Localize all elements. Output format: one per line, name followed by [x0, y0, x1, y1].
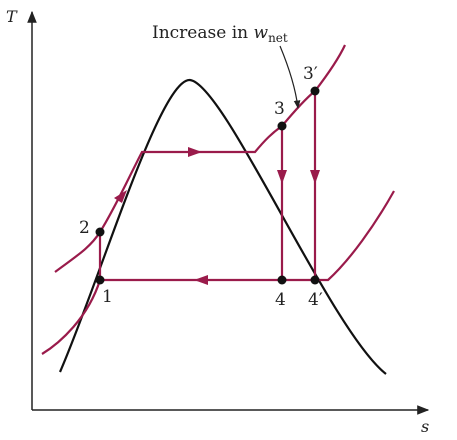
annotation-prefix: Increase in — [152, 23, 254, 43]
heating-arrow — [188, 147, 202, 157]
annotation-pointer — [279, 45, 301, 109]
label-4: 4 — [275, 290, 286, 310]
expansion-arrow-3p-4p — [310, 170, 320, 184]
condensation-arrow — [194, 275, 208, 285]
expansion-arrow-3-4 — [277, 170, 287, 184]
label-4-prime: 4′ — [308, 290, 323, 310]
x-axis-label: s — [421, 417, 429, 436]
annotation-text: Increase in wnet — [152, 23, 288, 45]
label-2: 2 — [79, 218, 90, 238]
label-1: 1 — [102, 287, 113, 307]
annotation-variable: w — [254, 23, 269, 43]
low-pressure-isobar — [41, 279, 102, 355]
state-point-3 — [277, 121, 287, 131]
state-point-2 — [95, 227, 105, 237]
state-point-3-prime — [310, 86, 320, 96]
label-3-prime: 3′ — [303, 64, 318, 84]
state-point-4 — [277, 275, 287, 285]
annotation-subscript: net — [268, 31, 288, 45]
high-pressure-isobar — [54, 44, 346, 273]
compressed-liquid-arrow — [114, 190, 127, 203]
label-3: 3 — [274, 99, 285, 119]
state-point-4-prime — [310, 275, 320, 285]
low-pressure-isobar-superheat — [315, 190, 395, 282]
saturation-dome — [58, 78, 387, 375]
state-point-1 — [95, 275, 105, 285]
y-axis-label: T — [6, 7, 18, 26]
